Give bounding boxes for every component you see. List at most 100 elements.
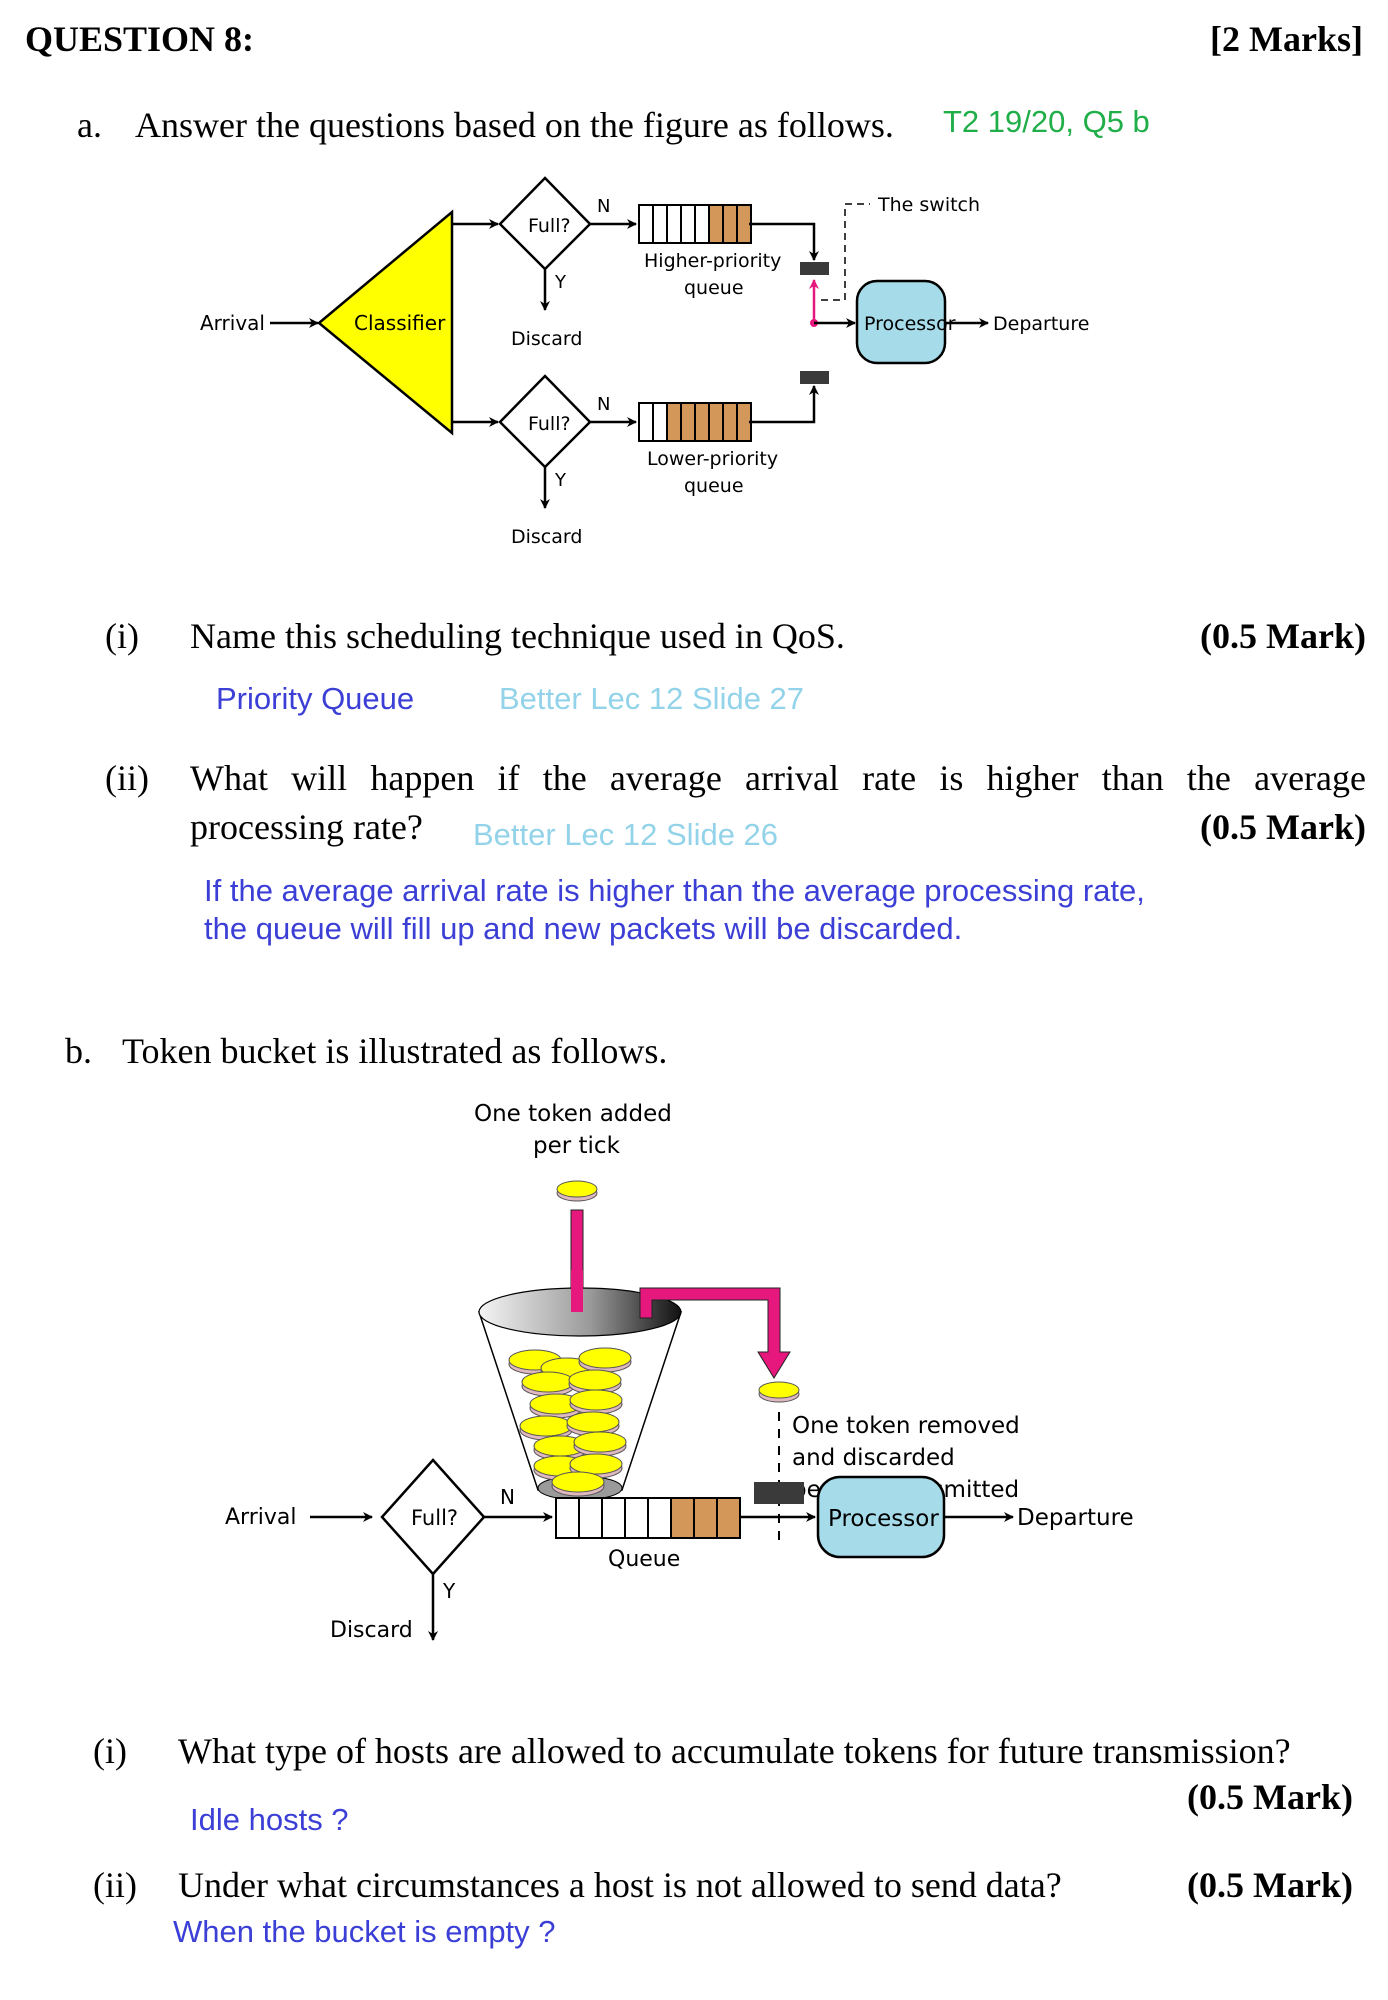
queue-slot-empty — [666, 204, 682, 244]
switch-label: The switch — [877, 194, 980, 216]
y-label-top: Y — [554, 272, 567, 293]
question-a-ii-marks: (0.5 Mark) — [1200, 807, 1366, 847]
queue-slot-empty — [601, 1497, 626, 1539]
discard-label-top: Discard — [511, 328, 582, 350]
token-icon — [578, 1347, 632, 1369]
answer-b-i: Idle hosts ? — [190, 1802, 349, 1837]
token-out-arrow — [639, 1287, 791, 1379]
question-b-ii-marks: (0.5 Mark) — [1187, 1865, 1353, 1905]
queue-slot-packet — [722, 402, 738, 442]
lower-queue-label-line2: queue — [684, 475, 744, 497]
answer-a-ii-line2: the queue will fill up and new packets w… — [204, 911, 963, 946]
queue-slot-empty — [578, 1497, 603, 1539]
removed-token-icon — [758, 1381, 800, 1399]
discard-label-b: Discard — [330, 1618, 413, 1643]
queue-label-b: Queue — [608, 1547, 680, 1572]
queue-slot-empty — [694, 204, 710, 244]
queue-slot-packet — [708, 204, 724, 244]
n-label-top: N — [597, 196, 610, 217]
classifier-triangle — [317, 209, 454, 436]
part-a-prompt: Answer the questions based on the figure… — [135, 105, 894, 145]
reference-note: T2 19/20, Q5 b — [943, 104, 1150, 139]
departure-label-b: Departure — [1017, 1505, 1134, 1531]
queue-slot-packet — [670, 1497, 695, 1539]
token-icon — [569, 1389, 623, 1411]
token-added-line1: One token added — [474, 1101, 672, 1127]
queue-slot-packet — [666, 402, 682, 442]
part-b-prompt: Token bucket is illustrated as follows. — [122, 1031, 668, 1071]
queue-slot-packet — [694, 402, 710, 442]
full-label-top: Full? — [528, 215, 571, 237]
question-a-i-number: (i) — [105, 616, 139, 656]
reference-a-i: Better Lec 12 Slide 27 — [499, 681, 805, 716]
answer-a-i: Priority Queue — [216, 681, 415, 716]
queue-slot-packet — [722, 204, 738, 244]
queue-slot-packet — [716, 1497, 741, 1539]
n-label-bottom: N — [597, 394, 610, 415]
higher-priority-queue — [638, 204, 752, 244]
n-label-b: N — [500, 1485, 515, 1509]
queue-slot-empty — [638, 204, 654, 244]
classifier-label: Classifier — [354, 311, 446, 335]
part-a-label: a. — [77, 105, 102, 145]
queue-slot-empty — [647, 1497, 672, 1539]
question-a-ii-number: (ii) — [105, 758, 149, 798]
question-a-ii-text-line2: processing rate? — [190, 807, 423, 847]
question-b-ii-text: Under what circumstances a host is not a… — [178, 1865, 1062, 1905]
switch-contact-bottom — [800, 371, 829, 384]
question-b-i-number: (i) — [93, 1731, 127, 1771]
y-label-b: Y — [442, 1579, 456, 1603]
part-b-label: b. — [65, 1031, 92, 1071]
processor-label: Processor — [864, 313, 956, 335]
lower-queue-out-arrow — [749, 385, 819, 424]
answer-b-ii: When the bucket is empty ? — [173, 1914, 556, 1949]
token-bucket-queue — [555, 1497, 741, 1539]
token-in-arrow-shaft — [571, 1270, 583, 1312]
queue-slot-empty — [652, 204, 668, 244]
total-marks: [2 Marks] — [1210, 19, 1363, 59]
token-icon — [569, 1453, 623, 1475]
token-icon — [573, 1431, 627, 1453]
queue-slot-packet — [708, 402, 724, 442]
higher-queue-label-line2: queue — [684, 277, 744, 299]
question-a-ii-text-line1: What will happen if the average arrival … — [190, 758, 1366, 798]
y-label-bottom: Y — [554, 470, 567, 491]
queue-slot-empty — [638, 402, 654, 442]
queue-slot-packet — [693, 1497, 718, 1539]
processor-label-b: Processor — [828, 1506, 939, 1532]
token-icon — [519, 1415, 573, 1437]
priority-queue-figure: Arrival Classifier Full? N Y Discard Hig… — [200, 176, 1089, 548]
question-b-ii-number: (ii) — [93, 1865, 137, 1905]
token-icon — [521, 1371, 575, 1393]
queue-slot-packet — [736, 402, 752, 442]
token-added-line2: per tick — [533, 1133, 621, 1159]
token-removed-line1: One token removed — [792, 1413, 1020, 1439]
full-label-bottom: Full? — [528, 413, 571, 435]
queue-slot-empty — [624, 1497, 649, 1539]
lower-queue-label-line1: Lower-priority — [647, 448, 778, 470]
question-b-i-marks: (0.5 Mark) — [1187, 1777, 1353, 1817]
question-b-i-text: What type of hosts are allowed to accumu… — [178, 1731, 1291, 1771]
question-title: QUESTION 8: — [25, 19, 255, 59]
arrival-label: Arrival — [200, 311, 265, 335]
reference-a-ii: Better Lec 12 Slide 26 — [473, 817, 779, 852]
departure-label: Departure — [993, 313, 1089, 335]
higher-queue-label-line1: Higher-priority — [644, 250, 781, 272]
queue-slot-empty — [555, 1497, 580, 1539]
queue-slot-empty — [680, 204, 696, 244]
token-icon — [551, 1471, 605, 1493]
queue-slot-packet — [680, 402, 696, 442]
lower-priority-queue — [638, 402, 752, 442]
token-icon — [568, 1369, 622, 1391]
higher-queue-out-arrow — [749, 222, 819, 261]
full-label-b: Full? — [411, 1506, 458, 1530]
bucket-tokens — [508, 1347, 632, 1497]
token-icon — [566, 1411, 620, 1433]
question-a-i-text: Name this scheduling technique used in Q… — [190, 616, 845, 656]
discard-label-bottom: Discard — [511, 526, 582, 548]
queue-slot-empty — [652, 402, 668, 442]
token-removed-line2: and discarded — [792, 1445, 955, 1471]
token-icon — [556, 1180, 598, 1198]
answer-a-ii-line1: If the average arrival rate is higher th… — [204, 873, 1145, 908]
arrival-label-b: Arrival — [225, 1505, 296, 1530]
